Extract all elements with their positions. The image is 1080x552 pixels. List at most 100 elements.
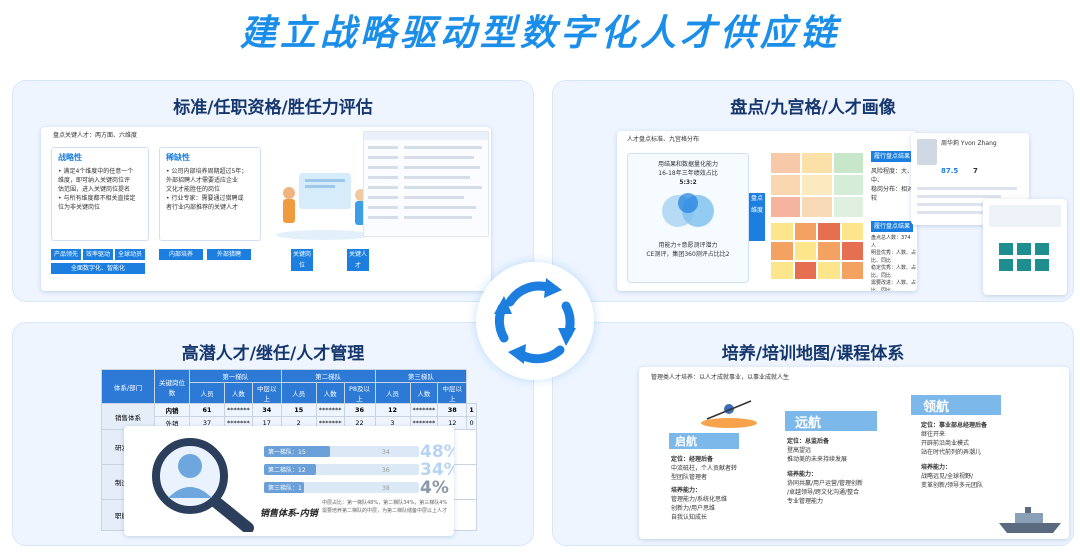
stage-3-text: 定位：事业部总经理后备 继往开来开辟前沿商业模式站在时代前列的弄潮儿 培养能力：… [921,422,988,489]
result-1-lines: 风险程度：大、中、稳岗分布：相对较 [871,168,914,202]
table-cell: 61 [189,403,225,417]
sub-header: 人数 [409,382,439,404]
stage-banner-2 [785,411,877,431]
tag-digital: 全面数字化、智能化 [51,263,145,274]
table-cell: 0 [466,416,477,430]
dimension-tag: 盘点维度 [749,193,765,241]
stage-banner-1 [669,433,739,449]
strategic-heading: 战略性 [58,153,82,162]
venn-graphic [662,193,714,227]
magnifier-person-icon [152,438,254,532]
sub-header: 人数 [224,382,253,404]
strategic-lines: • 满足4个维度中的任意一个维度，即可纳入关键岗位评 估范围，进入关键岗位提名•… [58,168,136,211]
table-cell: 12 [374,403,411,417]
tag-key-post: 关键岗位 [291,249,313,271]
sub-header: 人员 [189,382,225,404]
scarcity-heading: 稀缺性 [166,153,190,162]
stage-2-text: 定位：总监后备 登高望远推动美的未来持续发展 培养能力： 协同共赢/用户运营/管… [787,438,864,505]
slide-header: 管理类人才培养：以人才成就事业，以事业成就人生 [651,374,790,381]
panel-title: 培养/培训地图/课程体系 [721,344,905,364]
tier2-bar [264,464,419,475]
talent-detail-card [983,199,1067,295]
tier1-bar-fill [264,446,330,457]
tier1-pct: 48% [420,442,454,462]
col-header: 第二梯队 [280,369,376,383]
sub-header: 中层以上 [437,382,468,404]
tier3-bar-fill [264,482,304,493]
tag-global: 全球动员 [115,249,145,260]
profile-name: 周华莉 Yvon Zhang [941,140,997,147]
nine-grid [771,153,863,217]
stage-name-3: 领航 [923,400,950,415]
result-tag-1: 履行盘点结果 [871,151,913,162]
scarcity-card: 稀缺性 • 公司内部培养周期超过5年；外部招聘人才需要适应企业 文化才能胜任的岗… [159,147,261,241]
stage-1-text: 定位：经理后备 中流砥柱，个人贡献者转型团队管理者 培养能力： 管理能力/系统化… [671,456,738,521]
sub-header: 人员 [280,382,317,404]
table-cell: 1 [466,403,477,417]
tier3-pct: 4% [420,478,449,498]
profile-lines [917,187,1017,214]
page-title: 建立战略驱动型数字化人才供应链 [239,13,840,54]
table-cell: ******* [315,403,345,417]
sub-header: P8及以上 [343,382,376,404]
tier1-label: 第一梯队：15 [268,449,306,456]
panel-training: 培养/培训地图/课程体系 管理类人才培养：以人才成就事业，以事业成就人生 启航 … [552,322,1074,546]
refresh-cycle-icon [494,278,576,364]
tier2-pct: 34% [420,460,454,480]
tier2-label: 第二梯队：12 [268,467,306,474]
kayak-illustration [701,400,757,428]
profile-score-2: 7 [973,167,978,175]
table-cell: 38 [437,403,468,417]
stage-name-1: 启航 [675,435,697,448]
col-header: 关键岗位数 [154,369,190,404]
slide-header: 盘点关键人才：两方面、六维度 [53,132,138,139]
detail-mock [989,205,1061,271]
sub-header: 人数 [315,382,345,404]
tier3-bar [264,482,419,493]
scarcity-lines: • 公司内部培养周期超过5年；外部招聘人才需要适应企业 文化才能胜任的岗位• 行… [166,168,248,211]
training-slide: 管理类人才培养：以人才成就事业，以事业成就人生 启航 定位：经理后备 中流砥柱，… [639,367,1069,539]
table-cell: 34 [251,403,282,417]
tag-key-talent: 关键人才 [347,249,369,271]
tier3-value: 38 [382,485,390,492]
tier1-bar [264,446,419,457]
strategic-card: 战略性 • 满足4个维度中的任意一个维度，即可纳入关键岗位评 估范围，进入关键岗… [51,147,149,241]
table-row: 销售体系 内销 61 ******* 34 15 ******* 36 12 *… [101,403,477,430]
col-header: 第三梯队 [374,369,468,383]
tier2-bar-fill [264,464,316,475]
cycle-ring [476,262,594,380]
succession-summary-card: 第一梯队：15 34 48% 第二梯队：12 36 34% 第三梯队：1 38 … [124,426,454,536]
screenshot-lines [368,146,482,219]
result-2-lines: 盘点总人数：374 人明显优秀：人数、占比、同比 稳定优秀：人数、占比、同比需要… [871,235,917,291]
tag-efficiency: 效率驱动 [83,249,113,260]
tier3-label: 第三梯队：1 [268,485,302,492]
table-cell: ******* [409,403,439,417]
profile-score: 87.5 [941,167,959,175]
sub-header: 人员 [374,382,411,404]
summary-caption: 销售体系-内销 [260,509,318,519]
people-illustration [276,173,372,240]
system-screenshot [363,131,489,237]
panel-standards: 标准/任职资格/胜任力评估 盘点关键人才：两方面、六维度 战略性 • 满足4个维… [12,80,534,302]
stage-name-2: 远航 [795,416,822,431]
table-cell: 15 [280,403,317,417]
panel-title: 高潜人才/继任/人才管理 [181,344,365,364]
col-header: 第一梯队 [189,369,282,383]
col-header: 体系/部门 [101,369,155,404]
standards-slide: 盘点关键人才：两方面、六维度 战略性 • 满足4个维度中的任意一个维度，即可纳入… [41,127,491,291]
sub-header: 中层以上 [251,382,282,404]
distribution-grid [771,223,863,279]
ship-illustration [999,507,1061,533]
summary-note: 中层占比：第一梯队48%，第二梯队34%，第三梯队4% 需要培养第二梯队的中层，… [322,500,448,514]
tier1-value: 34 [382,449,390,456]
slide-header: 人才盘点标准、九宫格分布 [627,136,700,143]
panel-title: 盘点/九宫格/人才画像 [730,98,896,118]
avatar [917,139,937,165]
tag-external: 外部猎聘 [207,249,251,260]
table-cell: ******* [224,403,253,417]
stage-banner-3 [911,395,1001,415]
panel-title: 标准/任职资格/胜任力评估 [173,98,373,118]
tier2-value: 36 [382,467,390,474]
